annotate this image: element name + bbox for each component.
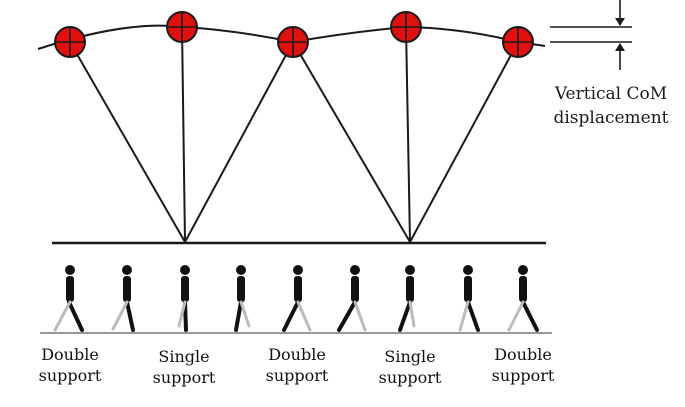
phase-label-single-1: Single support — [124, 346, 244, 388]
com-marker — [390, 11, 422, 43]
walker-figure — [177, 265, 190, 332]
com-marker — [502, 26, 534, 58]
phase-label-line1: Single — [384, 347, 436, 366]
walker-figure — [507, 265, 539, 332]
phase-label-single-2: Single support — [350, 346, 470, 388]
walker-figure — [234, 265, 251, 332]
com-marker — [277, 26, 309, 58]
com-markers — [54, 11, 534, 58]
phase-label-line1: Single — [158, 347, 210, 366]
walker-figure — [398, 265, 416, 332]
walker-figure — [337, 265, 367, 332]
com-marker — [166, 11, 198, 43]
walker-figure — [53, 265, 84, 332]
com-displacement-label: Vertical CoM displacement — [536, 82, 685, 130]
phase-label-double-2: Double support — [237, 344, 357, 386]
com-marker — [54, 26, 86, 58]
phase-label-line2: support — [38, 366, 102, 385]
walker-strip — [40, 265, 552, 334]
phase-label-line2: support — [491, 366, 555, 385]
phase-label-double-3: Double support — [463, 344, 583, 386]
phase-label-line1: Double — [41, 345, 99, 364]
phase-label-line1: Double — [494, 345, 552, 364]
phase-label-line1: Double — [268, 345, 326, 364]
walker-figure — [111, 265, 135, 332]
displacement-dimension — [550, 0, 632, 70]
com-label-line1: Vertical CoM — [554, 84, 668, 104]
walker-figure — [458, 265, 480, 332]
com-label-line2: displacement — [553, 108, 669, 128]
phase-label-line2: support — [152, 368, 216, 387]
phase-label-line2: support — [265, 366, 329, 385]
leg-lines — [69, 26, 519, 243]
walker-figure — [282, 265, 312, 332]
phase-label-line2: support — [378, 368, 442, 387]
phase-label-double-1: Double support — [10, 344, 130, 386]
